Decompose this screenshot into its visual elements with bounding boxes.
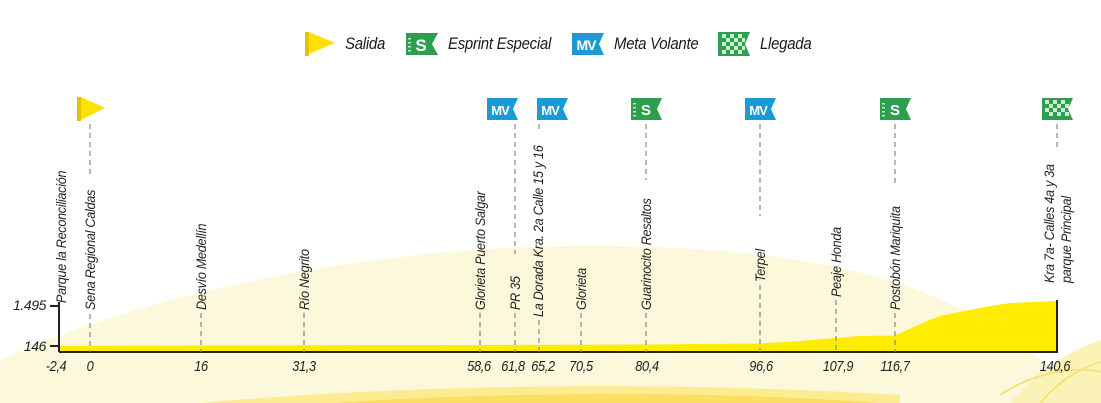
- elevation-area: [59, 301, 1057, 352]
- location-label: Guarinocito Resaltos: [638, 198, 654, 310]
- location-label: Glorieta: [573, 268, 589, 310]
- km-label: 16: [194, 358, 208, 375]
- legend-label: Salida: [345, 34, 386, 53]
- km-label: 58,6: [467, 358, 491, 375]
- legend: Salida S Esprint Especial MV Meta Volant…: [0, 30, 1101, 58]
- blue-mv-flag-icon: MV: [487, 98, 518, 120]
- km-label: 96,6: [749, 358, 773, 375]
- blue-mv-flag-icon: MV: [572, 33, 604, 55]
- location-label: Terpel: [752, 249, 768, 282]
- km-label: 107,9: [822, 358, 854, 375]
- legend-item-esprint: S Esprint Especial: [404, 30, 565, 58]
- location-label: Sena Regional Caldas: [82, 190, 98, 310]
- km-label: 140,6: [1039, 358, 1071, 375]
- legend-label: Esprint Especial: [448, 34, 552, 53]
- legend-item-salida: Salida: [303, 30, 390, 58]
- blue-mv-flag-icon: MV: [745, 98, 776, 120]
- km-label: 70,5: [569, 358, 593, 375]
- checkered-flag-icon: [718, 32, 750, 56]
- green-s-flag-icon: S: [880, 98, 911, 120]
- legend-label: Meta Volante: [614, 34, 699, 53]
- km-label: 116,7: [880, 358, 910, 375]
- legend-item-meta-volante: MV Meta Volante: [570, 30, 710, 58]
- location-label: La Dorada Kra. 2a Calle 15 y 16: [530, 145, 546, 317]
- km-label: -2,4: [45, 358, 67, 375]
- svg-text:MV: MV: [541, 103, 560, 118]
- blue-mv-flag-icon: MV: [537, 98, 568, 120]
- yellow-start-flag-icon: [305, 32, 335, 56]
- y-tick-min: 146: [23, 338, 47, 354]
- svg-text:MV: MV: [749, 103, 768, 118]
- legend-label: Llegada: [760, 34, 812, 53]
- location-label: Postobón Mariquita: [887, 206, 903, 310]
- location-label-finish-line2: parque Principal: [1058, 196, 1074, 283]
- km-label: 0: [86, 358, 94, 375]
- location-label: Glorieta Puerto Salgar: [472, 191, 488, 310]
- svg-text:MV: MV: [491, 103, 510, 118]
- km-label: 65,2: [531, 358, 555, 375]
- location-label-pre-start: Parque la Reconciliación: [53, 170, 69, 303]
- location-label-finish-line1: Kra 7a- Calles 4a y 3a: [1041, 164, 1057, 283]
- green-s-flag-icon: S: [406, 33, 438, 55]
- km-label: 31,3: [292, 358, 316, 375]
- location-label: Río Negrito: [296, 249, 312, 310]
- svg-text:S: S: [641, 102, 651, 119]
- svg-text:S: S: [890, 102, 900, 119]
- km-label: 61,8: [501, 358, 525, 375]
- location-label: Peaje Honda: [828, 227, 844, 297]
- green-s-flag-icon: S: [631, 98, 662, 120]
- location-label: PR 35: [507, 276, 523, 310]
- checkered-flag-icon: [1042, 98, 1073, 120]
- svg-text:MV: MV: [577, 37, 598, 53]
- svg-text:S: S: [415, 36, 426, 55]
- km-label: 80,4: [635, 358, 659, 375]
- location-label: Desvío Medellín: [193, 223, 209, 310]
- y-tick-max: 1.495: [12, 297, 46, 313]
- yellow-start-flag-icon: [77, 97, 105, 121]
- legend-item-llegada: Llegada: [716, 30, 818, 58]
